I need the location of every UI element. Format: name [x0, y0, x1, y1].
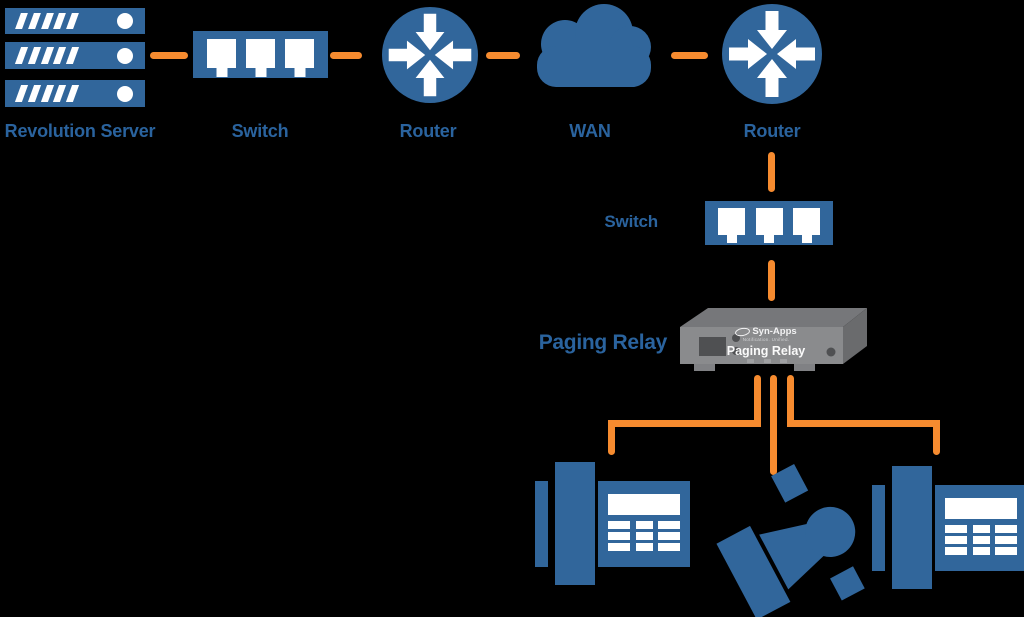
- server-led: [117, 13, 133, 29]
- router-arrows-icon: [382, 7, 478, 103]
- connection-relay-phone-left-segment: [608, 420, 615, 455]
- desk-phone-icon: [533, 462, 693, 587]
- server-unit: [5, 80, 145, 107]
- connection-switch-relay: [768, 260, 775, 301]
- connection-relay-phone-right-segment: [787, 420, 940, 427]
- connection-relay-phone-right-segment: [933, 420, 940, 455]
- connection-relay-phone-left-segment: [754, 375, 761, 427]
- phone-screen: [608, 494, 680, 515]
- router-left-label: Router: [399, 121, 457, 141]
- relay-faceplate-text: Syn-Apps Notification. Unified. Paging R…: [714, 327, 818, 358]
- phone-handset-rest: [872, 485, 885, 571]
- brand-name: Syn-Apps: [752, 326, 797, 337]
- ethernet-port-icon: [718, 208, 745, 235]
- desk-phone-icon: [870, 466, 1024, 591]
- connection-switch-router: [330, 52, 362, 59]
- horn-speaker-icon: [716, 463, 865, 617]
- connection-relay-horn-segment: [770, 375, 777, 475]
- ethernet-port-icon: [207, 39, 236, 68]
- router-right-label: Router: [743, 121, 801, 141]
- paging-relay-label: Paging Relay: [538, 331, 668, 354]
- ethernet-port-icon: [793, 208, 820, 235]
- phone-handset: [555, 462, 595, 585]
- phone-keypad: [608, 521, 680, 551]
- phone-handset: [892, 466, 932, 589]
- ethernet-port-icon: [285, 39, 314, 68]
- server-label: Revolution Server: [4, 121, 156, 141]
- phone-body: [598, 481, 690, 567]
- server-stack-icon: [5, 8, 145, 107]
- connection-wan-router: [671, 52, 708, 59]
- server-vents: [15, 13, 79, 29]
- device-name: Paging Relay: [726, 343, 806, 358]
- syn-apps-logo: Syn-Apps: [714, 326, 818, 338]
- switch-right-label: Switch: [604, 212, 658, 231]
- ethernet-port-icon: [246, 39, 275, 68]
- connection-router-wan: [486, 52, 520, 59]
- server-vents: [14, 47, 80, 64]
- phone-keypad: [945, 525, 1017, 555]
- brand-tagline: Notification. Unified.: [742, 336, 790, 342]
- router-arrows-icon: [722, 4, 822, 104]
- paging-relay-device-icon: [680, 308, 867, 371]
- server-unit: [5, 42, 145, 69]
- logo-swoosh-icon: [734, 326, 751, 338]
- server-vents: [14, 85, 80, 102]
- phone-screen: [945, 498, 1017, 519]
- phone-body: [935, 485, 1024, 571]
- server-unit: [5, 8, 145, 34]
- connection-relay-phone-right-segment: [787, 375, 794, 427]
- connection-server-switch: [150, 52, 188, 59]
- ethernet-switch-icon: [193, 31, 328, 78]
- connection-relay-phone-left-segment: [608, 420, 761, 427]
- connection-router-switch-right: [768, 152, 775, 192]
- server-led: [117, 47, 133, 64]
- wan-label: WAN: [569, 121, 611, 141]
- cloud-icon: [537, 4, 651, 87]
- switch-top-label: Switch: [231, 121, 289, 141]
- phone-handset-rest: [535, 481, 548, 567]
- ethernet-switch-icon: [705, 201, 833, 245]
- ethernet-port-icon: [755, 208, 783, 235]
- server-led: [117, 85, 133, 102]
